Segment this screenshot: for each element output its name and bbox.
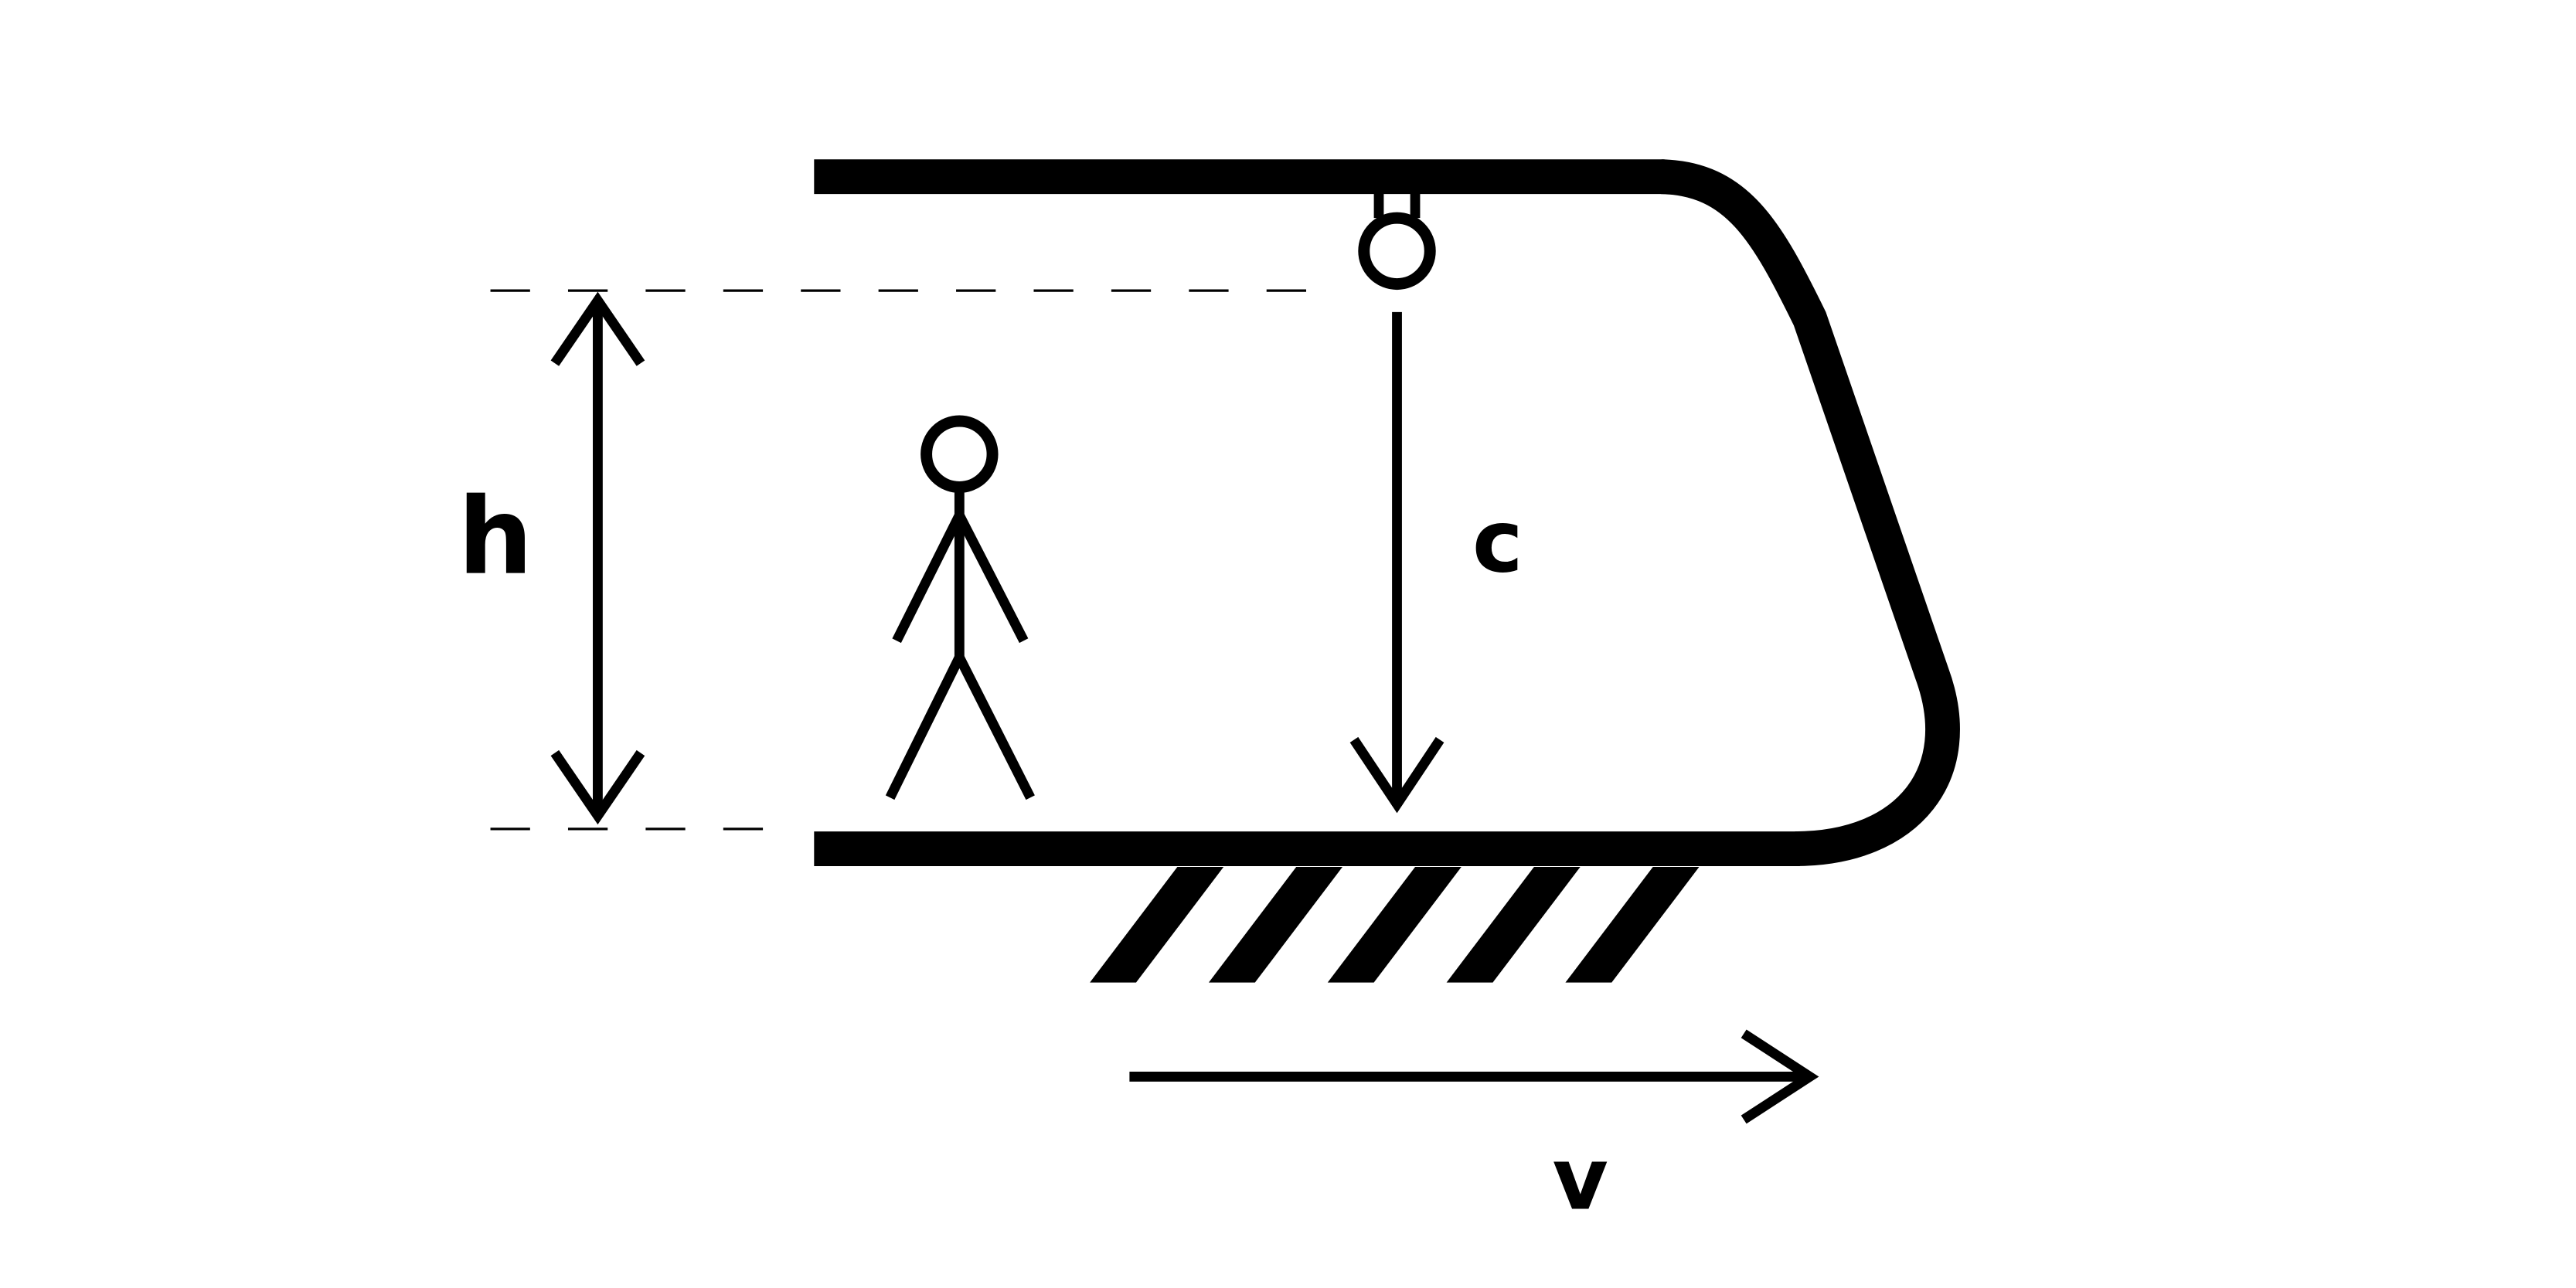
light-ray-arrow bbox=[1349, 311, 1445, 814]
hatch-stripe bbox=[1090, 867, 1224, 983]
train-nose-outline bbox=[1660, 159, 1960, 866]
hatch-stripe bbox=[1565, 867, 1700, 983]
stick-figure-person bbox=[885, 415, 1035, 800]
light-source bbox=[1358, 193, 1436, 291]
hatch-stripe bbox=[1446, 867, 1581, 983]
person-left-arm bbox=[892, 512, 965, 644]
height-arrow-head-top bbox=[550, 291, 645, 366]
dashed-reference-lines bbox=[490, 289, 1313, 831]
velocity-arrow bbox=[1129, 1029, 1819, 1124]
lamp-bulb-icon bbox=[1358, 212, 1436, 291]
height-label: h bbox=[458, 476, 533, 599]
train-car bbox=[814, 159, 1960, 866]
height-arrow-head-bottom bbox=[550, 749, 645, 825]
person-left-leg bbox=[885, 654, 965, 800]
velocity-arrow-head bbox=[1741, 1029, 1819, 1124]
light-ray-head bbox=[1349, 736, 1445, 814]
hatch-stripe bbox=[1208, 867, 1343, 983]
undercarriage-hatching bbox=[1090, 867, 1700, 983]
person-head-icon bbox=[920, 415, 999, 493]
velocity-label: v bbox=[1552, 1130, 1608, 1229]
light-speed-label: c bbox=[1472, 492, 1523, 592]
hatch-stripe bbox=[1327, 867, 1462, 983]
person-right-arm bbox=[955, 512, 1029, 644]
height-arrow bbox=[550, 291, 645, 825]
person-right-leg bbox=[955, 654, 1035, 800]
